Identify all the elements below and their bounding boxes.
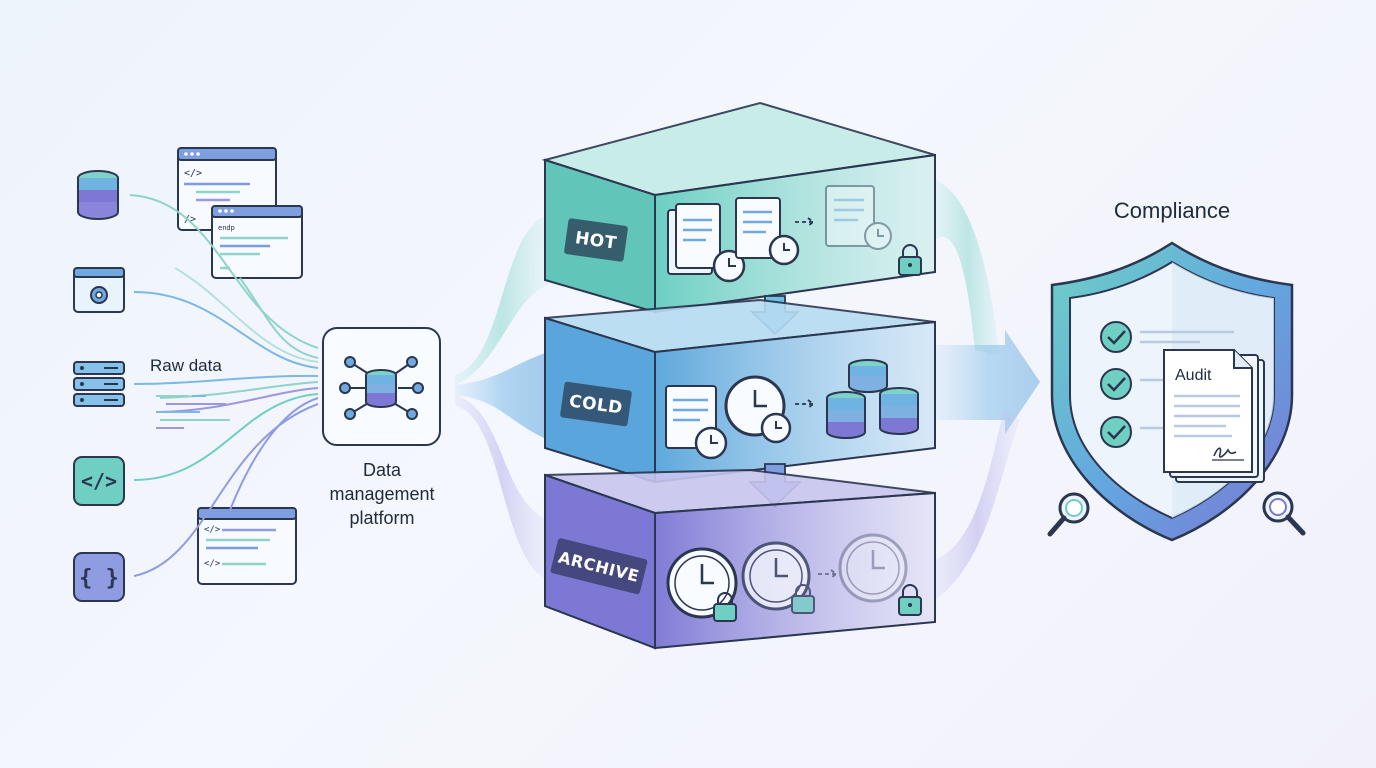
platform-label-line2: management (329, 484, 434, 504)
data-platform-node[interactable] (322, 327, 441, 446)
source-browser-settings-icon (73, 267, 125, 313)
code-tag-text-2: </> (204, 525, 221, 535)
hot-clock-icon-2 (768, 234, 800, 266)
source-braces-icon: { } (73, 552, 125, 602)
archive-faded-clock-icon (838, 533, 908, 603)
endpoint-text: endp (218, 224, 235, 232)
tier-archive-badge (550, 538, 648, 595)
source-server-icon (73, 361, 125, 407)
audit-document[interactable]: Audit (1163, 349, 1265, 483)
tier-hot[interactable]: HOT (541, 101, 936, 314)
tier-cold[interactable]: COLD (544, 298, 936, 484)
checklist-icons (1100, 321, 1234, 448)
tier-cold-badge (560, 381, 632, 427)
platform-label-line1: Data (363, 460, 402, 480)
raw-data-label: Raw data (150, 356, 222, 375)
svg-text:{ }: { } (79, 566, 119, 591)
close-tag-text-2: </> (204, 559, 221, 569)
hot-arrow-icon (795, 217, 815, 227)
archive-clock-icon-2 (741, 541, 815, 614)
hot-document-icon (667, 203, 721, 275)
magnifier-icon-right (1262, 491, 1306, 536)
cold-document-icon (665, 385, 728, 460)
raw-data-dashes (156, 395, 230, 429)
platform-label-line3: platform (349, 508, 414, 528)
cold-clock-icon (724, 375, 792, 444)
source-database-icon (77, 170, 119, 220)
svg-text:</>: </> (81, 469, 117, 493)
archive-clock-icon (666, 547, 738, 622)
compliance-title: Compliance (1114, 198, 1230, 223)
source-flow-lines (129, 194, 319, 577)
archive-lock-icon (898, 584, 922, 616)
source-code-icon: </> (73, 456, 125, 506)
tier-archive[interactable]: ARCHIVE (544, 468, 936, 650)
cold-database-stack-icon (826, 359, 919, 439)
flow-ribbons (455, 180, 1040, 600)
hot-lock-icon (898, 244, 922, 276)
code-window-middle: endp (211, 205, 303, 279)
code-window-bottom: </> </> (197, 507, 297, 585)
archive-arrow-icon (818, 569, 838, 579)
close-tag-text: /> (184, 214, 196, 225)
code-window-top: </> /> (177, 147, 277, 231)
magnifier-icon-left (1047, 492, 1090, 537)
audit-label: Audit (1175, 367, 1212, 384)
cold-arrow-icon (795, 399, 815, 409)
tier-hot-badge (564, 218, 628, 262)
hot-document-icon-2 (735, 197, 781, 259)
code-tag-text: </> (184, 168, 202, 179)
signature-icon (1213, 447, 1237, 458)
hot-faded-document-icon (825, 185, 892, 250)
platform-network-icon (339, 356, 424, 420)
hot-clock-icon (712, 249, 746, 283)
